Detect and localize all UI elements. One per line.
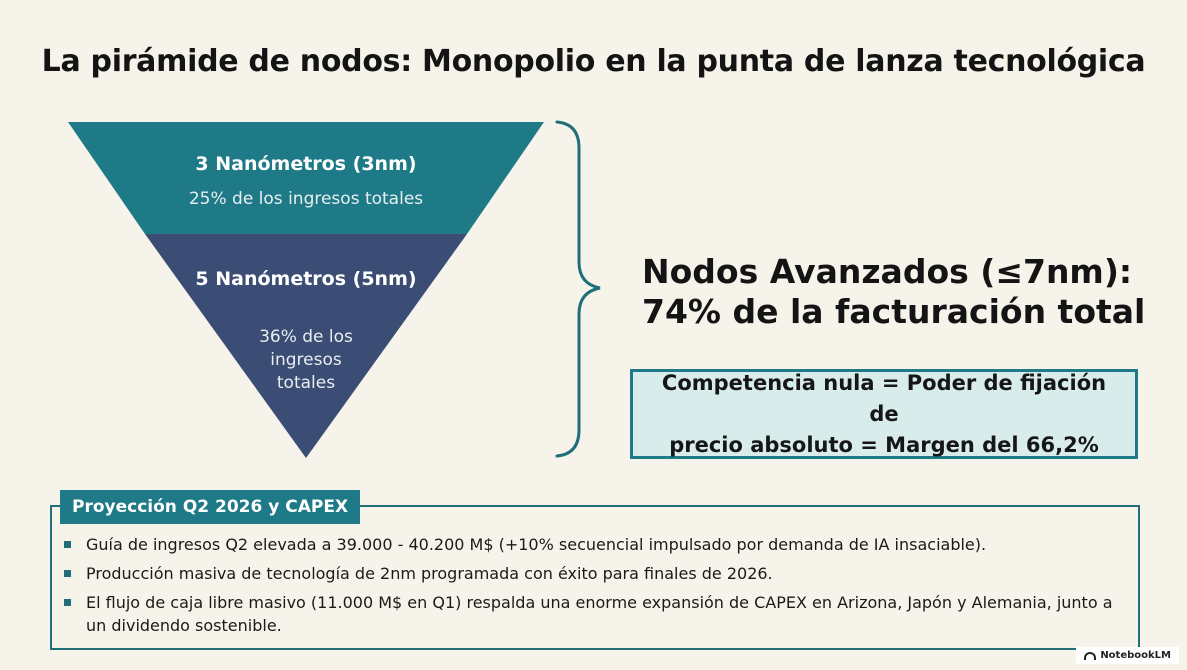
tier-5nm — [145, 234, 467, 458]
tier-5nm-label: 5 Nanómetros (5nm) — [195, 268, 416, 290]
list-item: Producción masiva de tecnología de 2nm p… — [62, 562, 1132, 585]
advanced-nodes-headline: Nodos Avanzados (≤7nm): 74% de la factur… — [642, 252, 1162, 332]
bullet-square-icon — [64, 541, 71, 548]
notebooklm-watermark: NotebookLM — [1076, 647, 1179, 664]
headline-line1: Nodos Avanzados (≤7nm): — [642, 252, 1133, 291]
brand-label: NotebookLM — [1100, 650, 1171, 661]
list-item: El flujo de caja libre masivo (11.000 M$… — [62, 591, 1132, 637]
projection-bullet-list: Guía de ingresos Q2 elevada a 39.000 - 4… — [62, 533, 1132, 643]
tier-5nm-share-line3: totales — [277, 373, 335, 393]
page-title: La pirámide de nodos: Monopolio en la pu… — [41, 44, 1146, 79]
bullet-square-icon — [64, 599, 71, 606]
callout-line1: Competencia nula = Poder de fijación de — [661, 370, 1107, 426]
projection-panel — [50, 505, 1140, 650]
bullet-text: Guía de ingresos Q2 elevada a 39.000 - 4… — [86, 535, 987, 554]
tier-3nm-share: 25% de los ingresos totales — [189, 189, 423, 209]
list-item: Guía de ingresos Q2 elevada a 39.000 - 4… — [62, 533, 1132, 556]
projection-tab-label: Proyección Q2 2026 y CAPEX — [60, 490, 361, 524]
bullet-square-icon — [64, 570, 71, 577]
callout-line2: precio absoluto = Margen del 66,2% — [669, 432, 1099, 457]
curly-brace — [555, 120, 601, 458]
headline-line2: 74% de la facturación total — [642, 292, 1146, 331]
tier-5nm-share-line2: ingresos — [270, 350, 342, 370]
notebooklm-logo-icon — [1084, 651, 1097, 660]
tier-3nm-label: 3 Nanómetros (3nm) — [195, 153, 416, 175]
bullet-text: El flujo de caja libre masivo (11.000 M$… — [86, 593, 1113, 635]
tier-3nm — [68, 122, 544, 234]
pricing-power-callout: Competencia nula = Poder de fijación de … — [630, 369, 1138, 459]
tier-5nm-share-line1: 36% de los — [259, 327, 353, 347]
bullet-text: Producción masiva de tecnología de 2nm p… — [86, 564, 773, 583]
